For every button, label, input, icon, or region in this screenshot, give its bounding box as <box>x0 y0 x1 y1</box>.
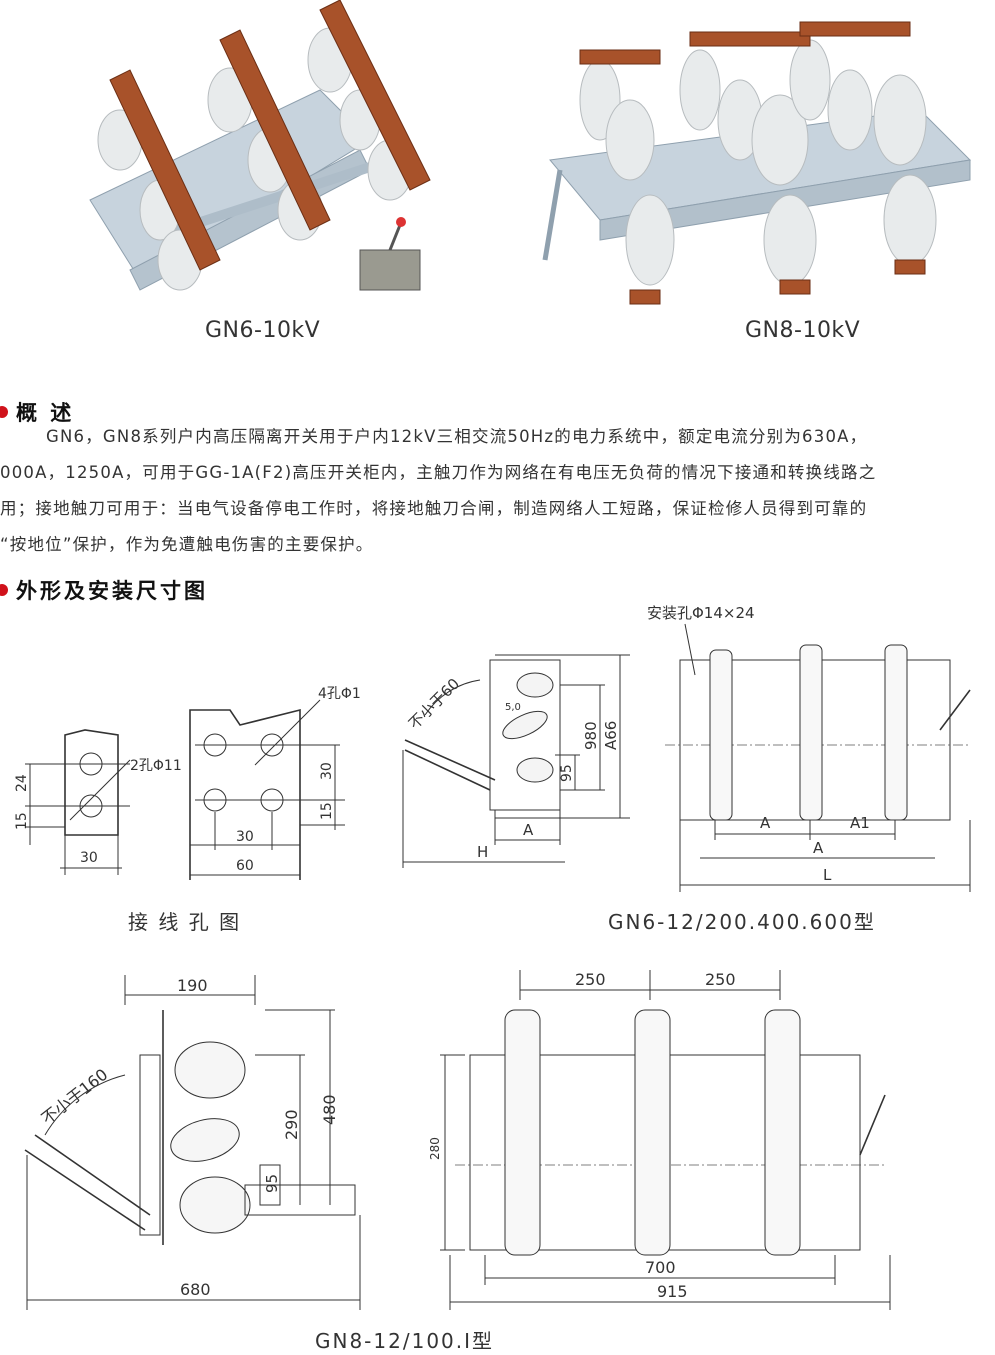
gn8-dim-250a: 250 <box>575 970 606 989</box>
right-dim-15: 15 <box>319 802 335 820</box>
gn6-dim-h: H <box>477 843 488 861</box>
overview-line-1: GN6，GN8系列户内高压隔离开关用于户内12kV三相交流50Hz的电力系统中，… <box>46 427 868 446</box>
bullet-dot-icon <box>0 584 8 596</box>
overview-line-2: 000A，1250A，可用于GG-1A(F2)高压开关柜内，主触刀作为网络在有电… <box>0 463 877 482</box>
gn6-dim-a-front: A <box>760 814 771 832</box>
overview-heading: 概 述 <box>0 397 74 427</box>
gn6-hole-label: 安装孔Φ14×24 <box>647 604 755 622</box>
gn8-dim-915: 915 <box>657 1282 688 1301</box>
gn8-dim-290: 290 <box>282 1109 301 1140</box>
overview-line-3: 用；接地触刀可用于：当电气设备停电工作时，将接地触刀合闸，制造网络人工短路，保证… <box>0 499 868 518</box>
gn8-dim-280: 280 <box>428 1137 442 1160</box>
gn8-angle-label: 不小于160 <box>38 1065 112 1128</box>
right-dim-30-v: 30 <box>319 762 335 780</box>
left-dim-30: 30 <box>80 850 98 866</box>
gn6-dimension-drawing: A66 980 95 5,0 不小于60 A H 安装孔Φ14×24 A A1 … <box>402 604 971 892</box>
gn8-dim-190: 190 <box>177 976 208 995</box>
gn6-dim-980: 980 <box>582 721 600 750</box>
gn8-dim-480: 480 <box>320 1094 339 1125</box>
gn6-dim-a: A <box>523 821 534 839</box>
dimensions-heading: 外形及安装尺寸图 <box>0 575 208 605</box>
gn6-dim-50: 5,0 <box>505 702 521 713</box>
left-dim-24: 24 <box>14 774 30 792</box>
gn6-angle-label: 不小于60 <box>405 675 463 733</box>
terminal-drawing-title: 接 线 孔 图 <box>128 910 242 934</box>
bullet-dot-icon <box>0 406 8 418</box>
gn6-dim-a1: A1 <box>850 814 870 832</box>
gn6-dim-a-total: A <box>813 839 824 857</box>
gn6-drawing-title: GN6-12/200.400.600型 <box>608 910 876 934</box>
gn6-product-photo <box>89 0 431 291</box>
gn8-product-photo <box>542 21 972 305</box>
gn8-dim-680: 680 <box>180 1280 211 1299</box>
right-dim-60: 60 <box>236 858 254 874</box>
terminal-hole-drawing: 2孔Φ11 24 15 30 4孔Φ11 30 15 30 60 <box>14 686 360 880</box>
overview-line-4: “按地位”保护，作为免遭触电伤害的主要保护。 <box>0 535 374 554</box>
gn8-dim-95: 95 <box>263 1174 281 1193</box>
gn6-dim-95: 95 <box>559 764 575 782</box>
gn8-dim-700: 700 <box>645 1258 676 1277</box>
gn8-photo-caption: GN8-10kV <box>745 318 861 343</box>
left-hole-label: 2孔Φ11 <box>130 758 182 774</box>
gn6-dim-l: L <box>823 866 832 884</box>
gn8-dim-250b: 250 <box>705 970 736 989</box>
right-hole-label: 4孔Φ11 <box>318 686 360 702</box>
gn8-dimension-drawing: 190 480 290 95 不小于160 680 250 250 280 70… <box>24 970 891 1310</box>
gn6-photo-caption: GN6-10kV <box>205 318 321 343</box>
gn8-drawing-title: GN8-12/100.Ⅰ型 <box>315 1329 495 1353</box>
right-dim-30-h: 30 <box>236 829 254 845</box>
gn6-dim-a66: A66 <box>602 721 620 750</box>
left-dim-15: 15 <box>14 812 30 830</box>
